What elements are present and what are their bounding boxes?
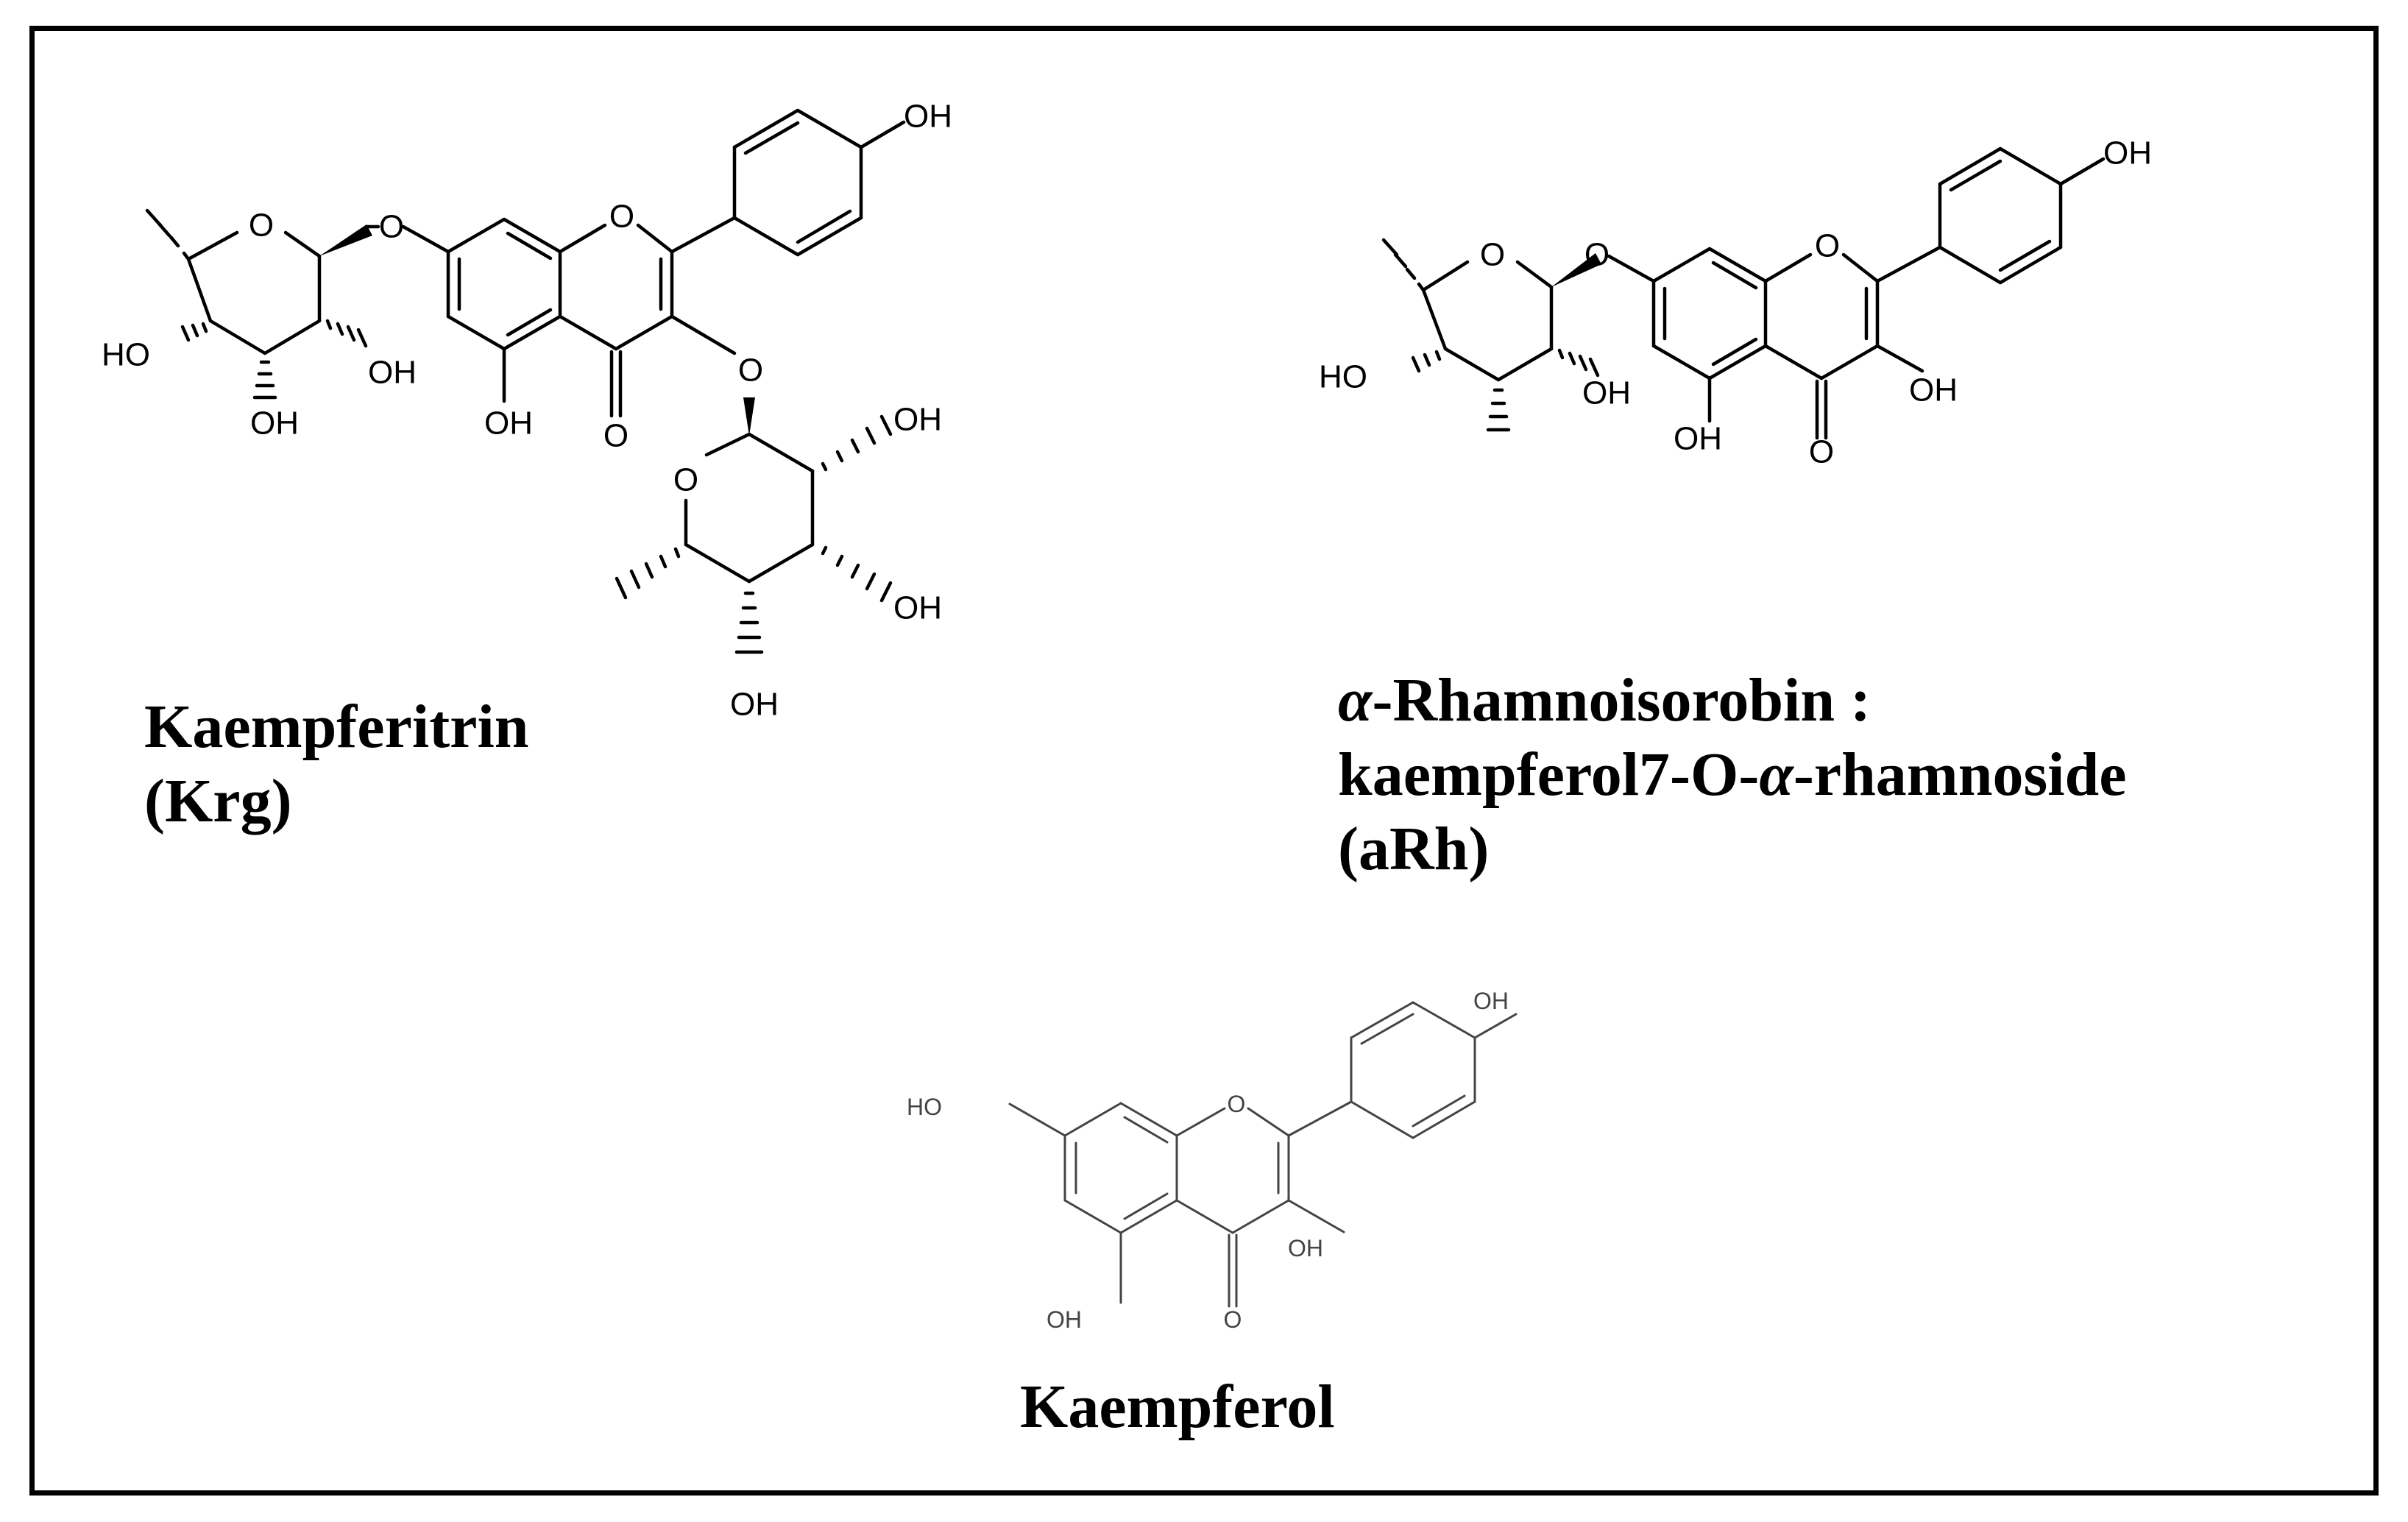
atom-oh-5: OH	[1047, 1306, 1082, 1333]
atom-oh-5: OH	[484, 406, 533, 442]
alpha-symbol-2: α	[1759, 740, 1793, 809]
atom-oh-sugar-bottom-3: OH	[893, 590, 942, 626]
atom-oh-4prime: OH	[1473, 988, 1509, 1014]
atom-o-carbonyl: O	[1224, 1306, 1242, 1333]
atom-o-glycosidic-7: O	[379, 209, 404, 245]
atom-oh-4prime: OH	[2103, 135, 2152, 171]
atom-oh-sugar-bottom-2: OH	[893, 402, 942, 438]
atom-oh-3: OH	[1288, 1235, 1323, 1261]
atom-o-carbonyl: O	[603, 418, 628, 454]
synonym-suffix: -rhamnoside	[1793, 740, 2127, 809]
atom-o-glycosidic-7: O	[1584, 237, 1610, 273]
kaempferitrin-caption: Kaempferitrin (Krg)	[144, 690, 529, 839]
atom-ho-sugar-top-4: HO	[102, 337, 150, 373]
kaempferitrin-structure: O O O O O OH HO OH OH OH O OH OH OH OH	[102, 99, 952, 723]
alpha-symbol: α	[1338, 666, 1373, 735]
alpha-rhamnoisorobin-caption: α-Rhamnoisorobin : kaempferol7-O-α-rhamn…	[1338, 664, 2127, 886]
alpha-rhamnoisorobin-abbreviation: (aRh)	[1338, 814, 1490, 883]
rhamnoisorobin-text: -Rhamnoisorobin :	[1372, 666, 1871, 735]
atom-oh-sugar-top-2: OH	[368, 355, 417, 391]
kaempferol-name: Kaempferol	[1020, 1373, 1335, 1441]
atom-oh-sugar-2: OH	[1582, 375, 1631, 411]
kaempferol-structure: O OH HO OH OH O	[907, 988, 1518, 1333]
atom-o-ring-chromone: O	[1228, 1091, 1246, 1117]
alpha-rhamnoisorobin-structure: O O O OH HO OH OH O OH	[1319, 135, 2152, 470]
atom-ho-sugar-4: HO	[1319, 359, 1367, 395]
atom-o-ring-chromone: O	[609, 199, 634, 235]
atom-o-ring-sugar-bottom: O	[673, 462, 698, 498]
atom-o-carbonyl: O	[1809, 434, 1834, 470]
synonym-prefix: kaempferol7-O-	[1338, 740, 1760, 809]
atom-ho-7: HO	[907, 1094, 942, 1120]
atom-o-ring-sugar: O	[1480, 237, 1505, 273]
atom-o-ring-chromone: O	[1815, 228, 1840, 264]
atom-oh-5: OH	[1674, 421, 1722, 457]
atom-oh-4prime: OH	[904, 99, 952, 135]
kaempferitrin-abbreviation: (Krg)	[144, 766, 292, 835]
atom-oh-sugar-bottom-4: OH	[730, 687, 779, 723]
kaempferol-caption: Kaempferol	[1020, 1370, 1335, 1445]
kaempferitrin-name: Kaempferitrin	[144, 693, 529, 761]
figure-frame	[29, 26, 2379, 1496]
atom-oh-3: OH	[1909, 372, 1958, 408]
atom-o-glycosidic-3: O	[738, 353, 763, 389]
alpha-rhamnoisorobin-synonym: kaempferol7-O-α-rhamnoside	[1338, 738, 2127, 813]
alpha-rhamnoisorobin-name: α-Rhamnoisorobin :	[1338, 664, 2127, 738]
atom-oh-sugar-top-3: OH	[250, 406, 299, 442]
atom-o-ring-sugar-top: O	[249, 208, 274, 244]
